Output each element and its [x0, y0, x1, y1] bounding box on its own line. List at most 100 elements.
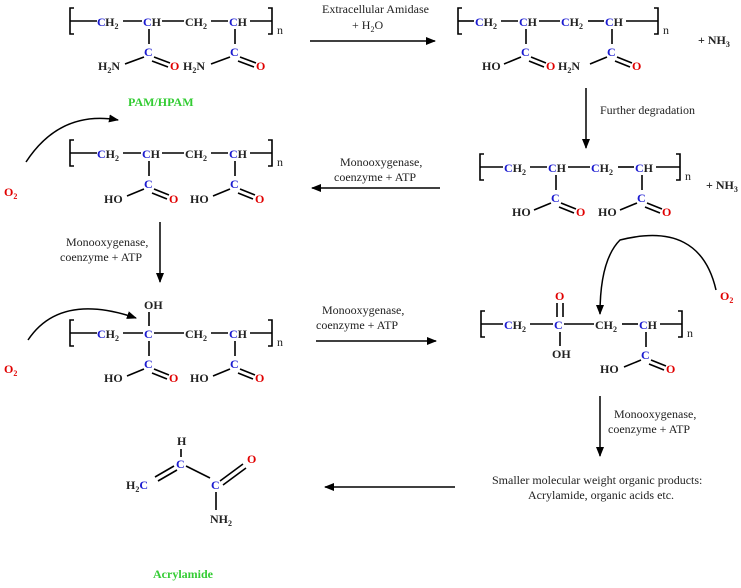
- svg-text:CH2: CH2: [475, 15, 497, 31]
- svg-text:O: O: [632, 59, 641, 73]
- svg-text:O: O: [247, 452, 256, 466]
- svg-text:HO: HO: [104, 371, 123, 385]
- svg-text:CH2: CH2: [185, 147, 207, 163]
- svg-text:n: n: [687, 326, 693, 340]
- svg-text:n: n: [663, 23, 669, 37]
- svg-text:n: n: [277, 23, 283, 37]
- svg-text:C: C: [637, 191, 646, 205]
- svg-text:HO: HO: [512, 205, 531, 219]
- svg-text:H2N: H2N: [98, 59, 120, 75]
- svg-text:H2C: H2C: [126, 478, 148, 494]
- nh3-release-1: + NH3: [698, 33, 730, 49]
- svg-text:coenzyme + ATP: coenzyme + ATP: [334, 170, 416, 184]
- svg-text:HO: HO: [190, 371, 209, 385]
- svg-text:CH: CH: [142, 147, 161, 161]
- svg-text:C: C: [144, 177, 153, 191]
- svg-text:Monooxygenase,: Monooxygenase,: [322, 303, 404, 317]
- svg-text:OH: OH: [144, 298, 163, 312]
- svg-text:CH2: CH2: [97, 327, 119, 343]
- step-monooxygenase-2: Monooxygenase, coenzyme + ATP: [60, 222, 164, 283]
- svg-text:O2: O2: [4, 185, 17, 201]
- svg-text:O: O: [169, 371, 178, 385]
- svg-text:O: O: [666, 362, 675, 376]
- svg-text:Smaller molecular weight organ: Smaller molecular weight organic product…: [492, 473, 702, 487]
- step-monooxygenase-4: Monooxygenase, coenzyme + ATP: [596, 396, 696, 457]
- svg-text:n: n: [277, 335, 283, 349]
- svg-text:C: C: [211, 478, 220, 492]
- svg-text:CH2: CH2: [97, 15, 119, 31]
- svg-text:C: C: [230, 45, 239, 59]
- nh3-release-2: + NH3: [706, 178, 738, 194]
- svg-text:CH: CH: [519, 15, 538, 29]
- svg-text:C: C: [144, 45, 153, 59]
- svg-text:CH2: CH2: [561, 15, 583, 31]
- svg-text:C: C: [551, 191, 560, 205]
- svg-text:C: C: [176, 457, 185, 471]
- svg-text:O: O: [555, 289, 564, 303]
- svg-text:CH2: CH2: [595, 318, 617, 334]
- svg-text:CH2: CH2: [504, 161, 526, 177]
- structure-partial-hydrolysis: CH2 CH CH2 CH n C HO O C H2N O: [457, 7, 669, 75]
- svg-text:Acrylamide, organic acids etc.: Acrylamide, organic acids etc.: [528, 488, 674, 502]
- svg-text:n: n: [277, 155, 283, 169]
- svg-text:Further degradation: Further degradation: [600, 103, 695, 117]
- svg-text:+ H2O: + H2O: [352, 18, 383, 34]
- svg-text:CH: CH: [639, 318, 658, 332]
- pam-name-label: PAM/HPAM: [128, 95, 194, 109]
- svg-text:HO: HO: [104, 192, 123, 206]
- svg-text:HO: HO: [482, 59, 501, 73]
- svg-text:H2N: H2N: [558, 59, 580, 75]
- svg-text:CH: CH: [635, 161, 654, 175]
- structure-keto: O2 O CH2 C CH2 CH n OH C HO O: [480, 234, 733, 376]
- final-products: Smaller molecular weight organic product…: [492, 473, 702, 502]
- svg-text:n: n: [685, 169, 691, 183]
- svg-text:Monooxygenase,: Monooxygenase,: [340, 155, 422, 169]
- svg-text:CH: CH: [229, 15, 248, 29]
- svg-text:CH: CH: [229, 147, 248, 161]
- svg-text:HO: HO: [600, 362, 619, 376]
- svg-text:C: C: [554, 318, 563, 332]
- svg-text:O2: O2: [4, 362, 17, 378]
- svg-text:C: C: [144, 357, 153, 371]
- svg-text:H: H: [177, 434, 187, 448]
- svg-text:coenzyme + ATP: coenzyme + ATP: [316, 318, 398, 332]
- step-monooxygenase-1: Monooxygenase, coenzyme + ATP: [311, 155, 440, 192]
- svg-text:C: C: [521, 45, 530, 59]
- acrylamide-name-label: Acrylamide: [153, 567, 214, 581]
- svg-text:C: C: [230, 357, 239, 371]
- svg-text:O: O: [256, 59, 265, 73]
- svg-text:CH: CH: [229, 327, 248, 341]
- structure-pam: CH2 CH CH2 CH n C H2N O C H2N O: [69, 7, 283, 75]
- svg-text:HO: HO: [190, 192, 209, 206]
- svg-text:O2: O2: [720, 289, 733, 305]
- svg-text:CH2: CH2: [591, 161, 613, 177]
- structure-hydroxylated: O2 OH CH2 C CH2 CH n C HO O C HO O: [4, 298, 283, 385]
- structure-oxygenation-target: O2 CH2 CH CH2 CH n C HO O C HO O: [4, 114, 283, 206]
- structure-acrylamide: H C H2C C O NH2: [126, 434, 256, 528]
- svg-text:O: O: [546, 59, 555, 73]
- svg-text:CH: CH: [548, 161, 567, 175]
- svg-text:CH2: CH2: [185, 15, 207, 31]
- svg-text:CH: CH: [143, 15, 162, 29]
- structure-polyacrylic-acid: CH2 CH CH2 CH n C HO O C HO O: [479, 153, 691, 219]
- svg-text:C: C: [641, 348, 650, 362]
- svg-text:C: C: [144, 327, 153, 341]
- svg-text:C: C: [230, 177, 239, 191]
- svg-text:O: O: [170, 59, 179, 73]
- svg-text:Monooxygenase,: Monooxygenase,: [66, 235, 148, 249]
- svg-text:Monooxygenase,: Monooxygenase,: [614, 407, 696, 421]
- svg-text:H2N: H2N: [183, 59, 205, 75]
- svg-text:NH2: NH2: [210, 512, 232, 528]
- step-monooxygenase-3: Monooxygenase, coenzyme + ATP: [316, 303, 437, 345]
- step-amidase: Extracellular Amidase + H2O: [310, 2, 436, 45]
- svg-text:CH2: CH2: [185, 327, 207, 343]
- svg-text:O: O: [255, 192, 264, 206]
- svg-text:O: O: [576, 205, 585, 219]
- svg-text:O: O: [255, 371, 264, 385]
- svg-text:OH: OH: [552, 347, 571, 361]
- svg-text:CH: CH: [605, 15, 624, 29]
- svg-text:coenzyme + ATP: coenzyme + ATP: [60, 250, 142, 264]
- svg-text:Extracellular Amidase: Extracellular Amidase: [322, 2, 429, 16]
